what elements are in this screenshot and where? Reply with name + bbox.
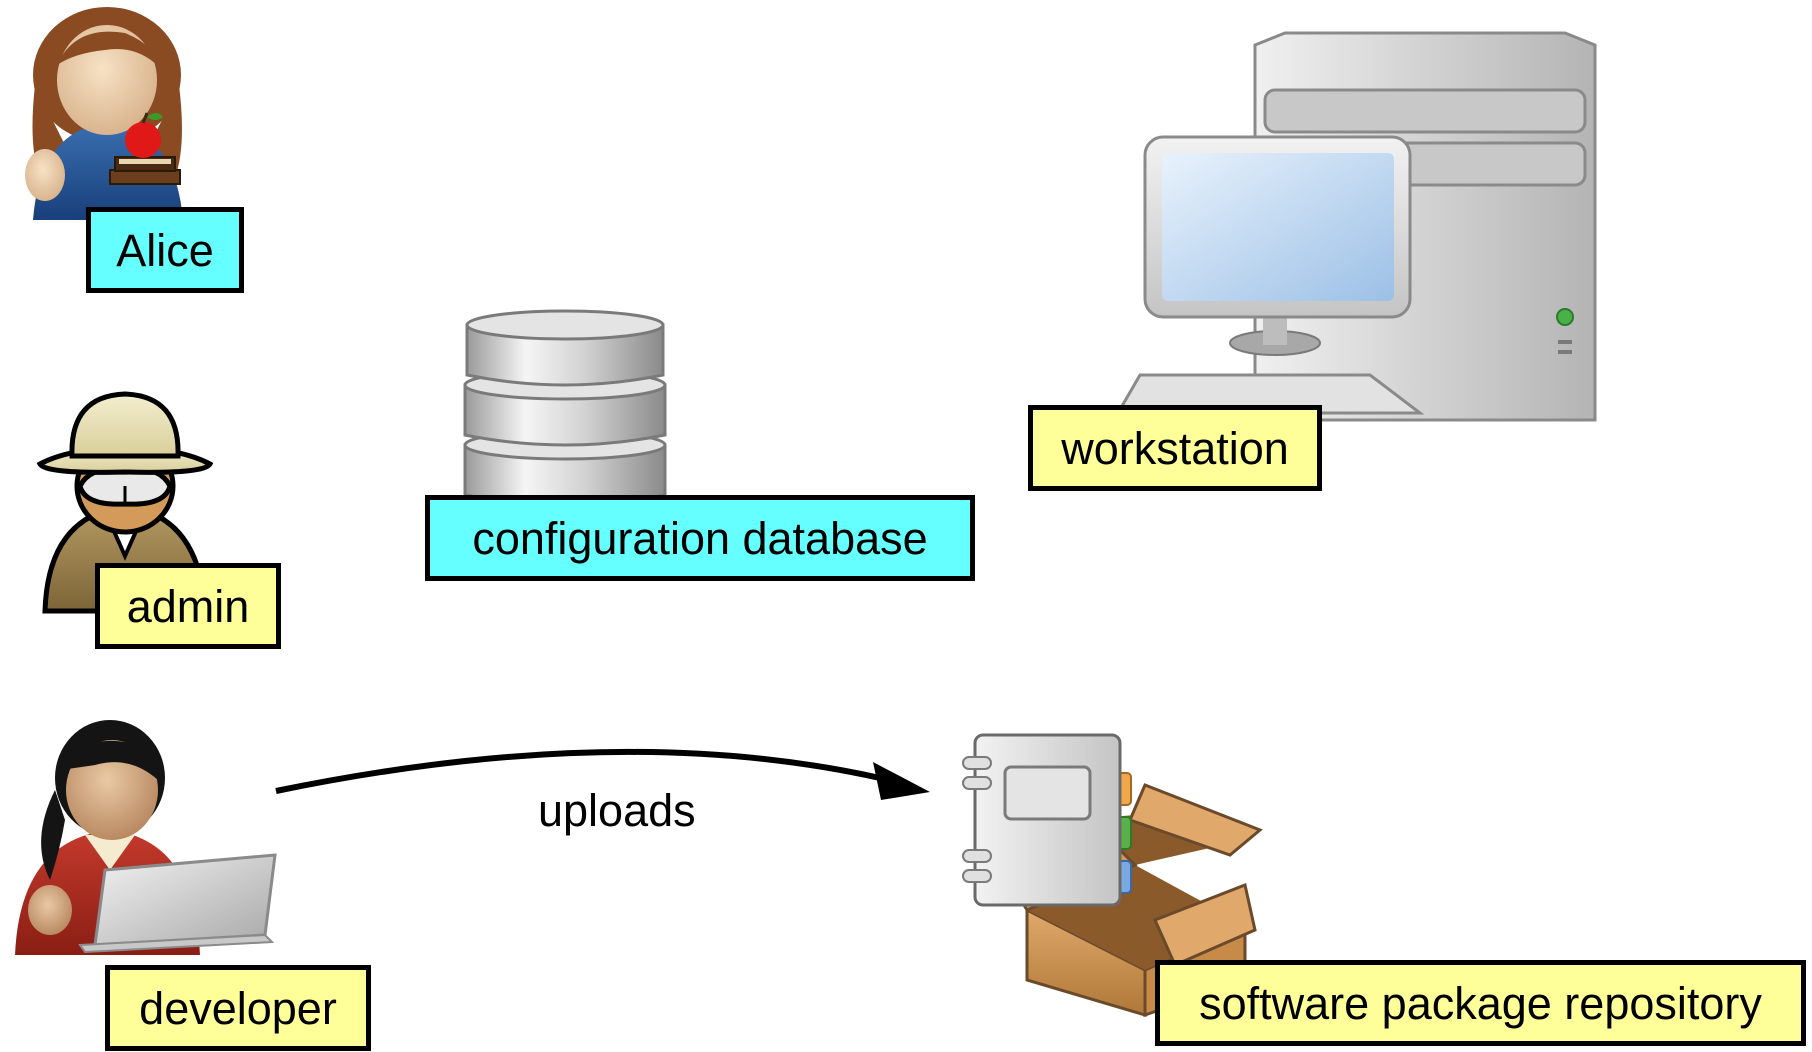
- user-female-apple-books-icon: [25, 7, 183, 220]
- software-package-repository-label: software package repository: [1155, 960, 1806, 1046]
- developer-label: developer: [105, 965, 371, 1051]
- admin-node: admin: [0, 380, 290, 660]
- desktop-computer-tower-icon: [1115, 31, 1597, 422]
- developer-node: developer: [0, 705, 380, 1052]
- uploads-edge-label: uploads: [538, 785, 696, 836]
- workstation-node: workstation: [1020, 25, 1620, 495]
- database-cylinder-icon: [463, 309, 667, 507]
- configuration-database-label: configuration database: [425, 495, 975, 581]
- package-box-notebook-icon: [962, 733, 1263, 1018]
- admin-label: admin: [95, 563, 281, 649]
- workstation-label: workstation: [1028, 405, 1322, 491]
- configuration-database-node: configuration database: [420, 290, 980, 590]
- user-admin-helmet-goggles-icon: [36, 391, 214, 614]
- alice-node: Alice: [0, 0, 260, 300]
- user-developer-laptop-icon: [15, 720, 277, 955]
- uploads-edge-arrowhead: [873, 762, 930, 800]
- software-package-repository-node: software package repository: [955, 725, 1812, 1052]
- alice-label: Alice: [86, 207, 244, 293]
